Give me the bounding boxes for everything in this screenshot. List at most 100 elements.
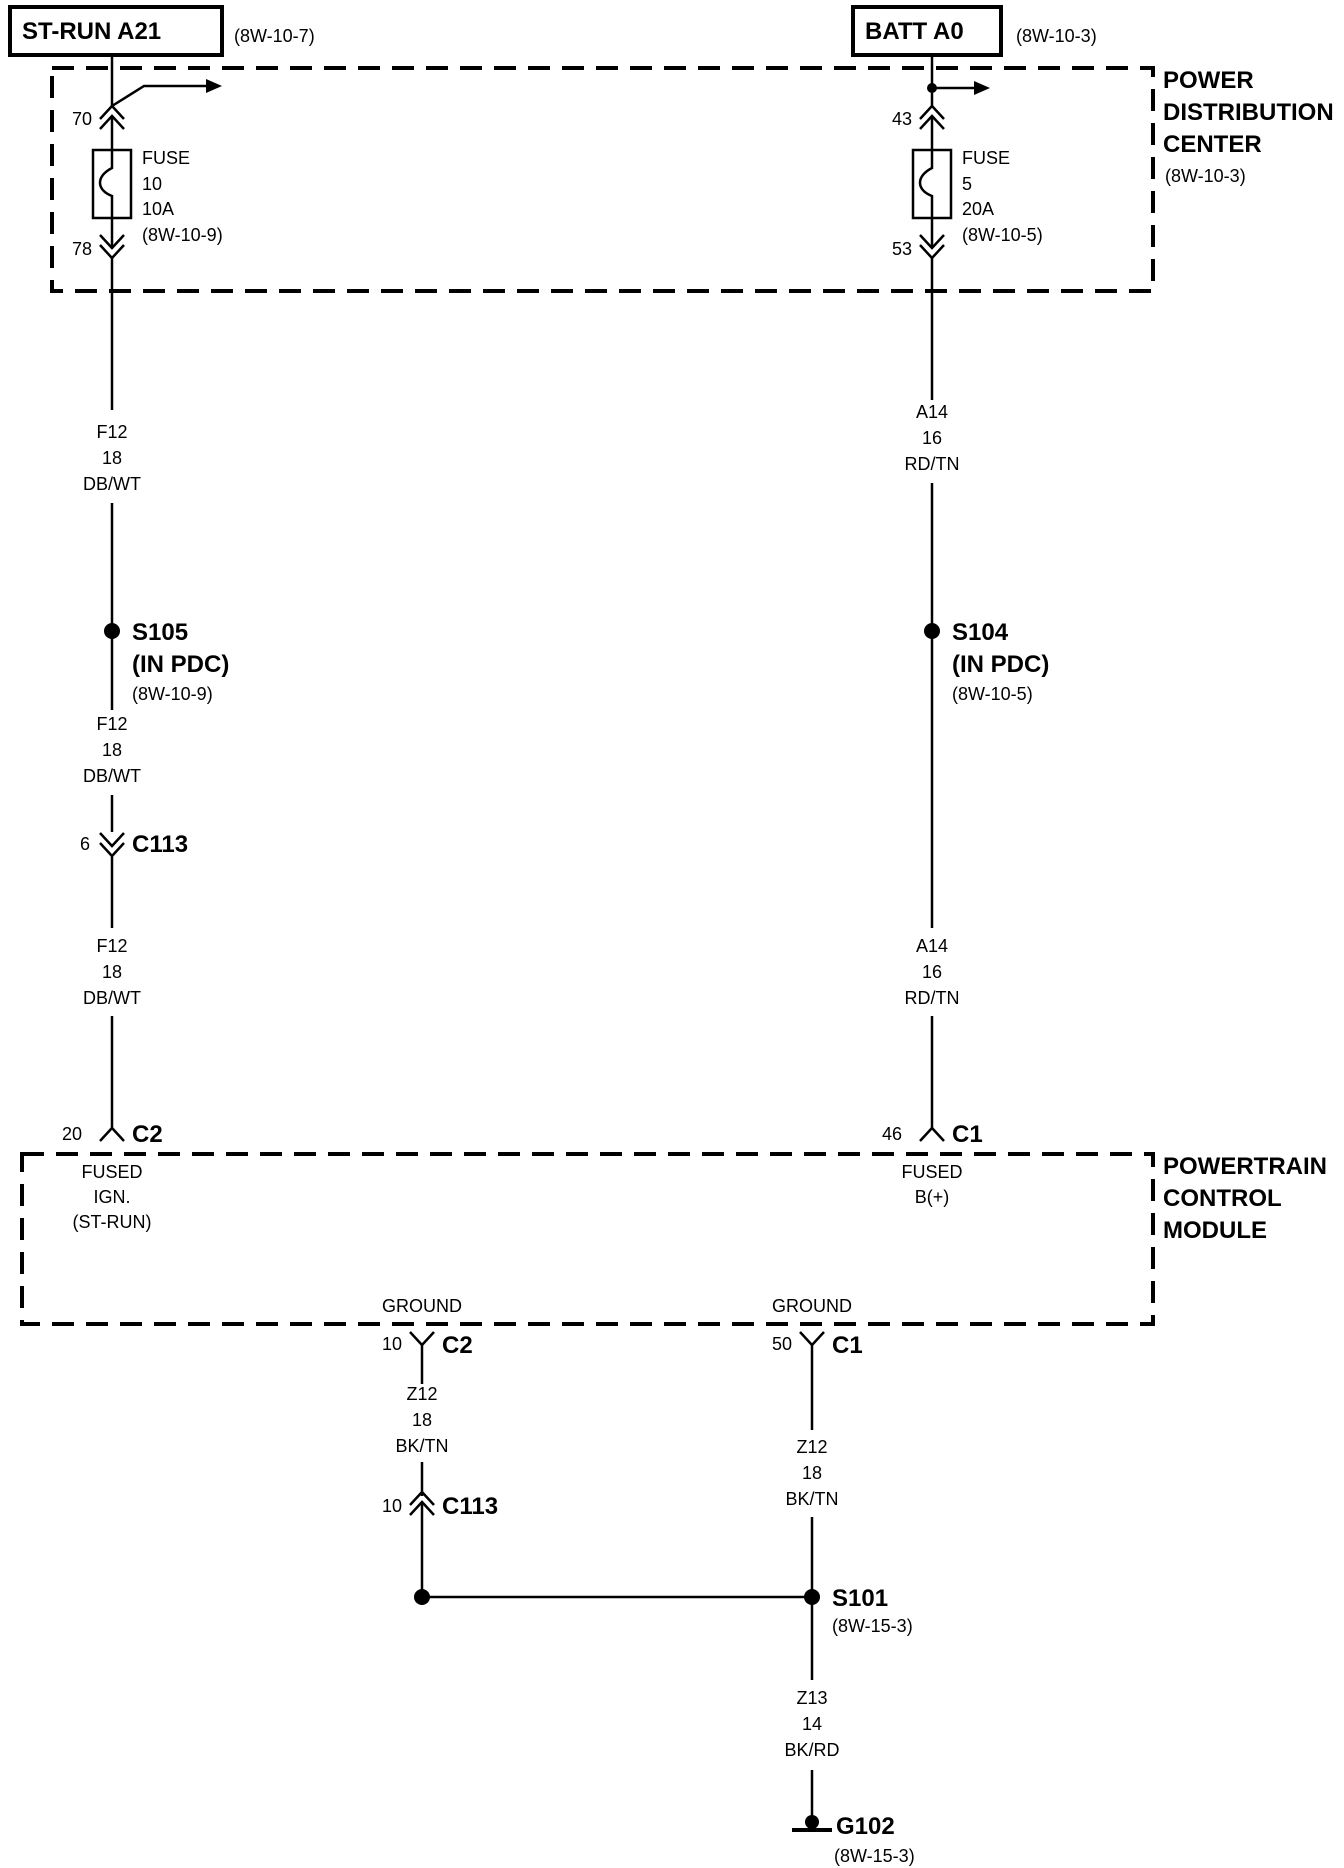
pdc-title-1: POWER [1163,67,1254,94]
pcm-c2-in-pin: 20 [62,1124,82,1144]
splice-s104-ref: (8W-10-5) [952,684,1033,704]
fuse5-line2: 5 [962,174,972,194]
wire-gnd-left-gauge: 18 [412,1410,432,1430]
pcm-c1-gnd-name: C1 [832,1332,863,1359]
wire-left-bot-color: DB/WT [83,988,141,1008]
pcm-fused-b-1: FUSED [901,1162,962,1182]
splice-s101-ref: (8W-15-3) [832,1616,913,1636]
c113-bot-name: C113 [442,1493,498,1520]
wire-left-mid-circuit: F12 [96,714,127,734]
wire-left-mid-color: DB/WT [83,766,141,786]
pdc-ref: (8W-10-3) [1165,166,1246,186]
pcm-title-3: MODULE [1163,1217,1267,1244]
pcm-c1-in-name: C1 [952,1121,983,1148]
pcm-title-2: CONTROL [1163,1185,1282,1212]
pcm-ground-left: GROUND [382,1296,462,1316]
wire-gnd-right-color: BK/TN [785,1489,838,1509]
wire-gnd-right-circuit: Z12 [796,1437,827,1457]
pdc-boundary [50,66,1155,293]
connector-male-icon [99,1126,125,1142]
pcm-boundary [20,1152,1155,1326]
pdc-title-2: DISTRIBUTION [1163,99,1334,126]
fuse5-pin-in: 43 [892,109,912,129]
wire-left-top-color: DB/WT [83,474,141,494]
splice-s104-note: (IN PDC) [952,651,1049,678]
wire-left-bot-gauge: 18 [102,962,122,982]
wire-gnd-left-color: BK/TN [395,1436,448,1456]
batt-ref: (8W-10-3) [1016,26,1097,46]
batt-source: BATT A0 (8W-10-3) [851,5,1097,57]
ground-icon [805,1815,819,1829]
c113-top-pin: 6 [80,834,90,854]
arrow-head-icon [974,81,990,95]
fuse10-pin-in: 70 [72,109,92,129]
connector-chevron-icon [919,234,945,250]
branch-arrow-left [111,84,206,108]
wire-right-top-circuit: A14 [916,402,948,422]
wire-right-top-gauge: 16 [922,428,942,448]
pcm-fused-b-2: B(+) [915,1187,950,1207]
splice-s105-name: S105 [132,619,188,646]
fuse10-line3: 10A [142,199,174,219]
wire-right-bot-circuit: A14 [916,936,948,956]
ground-g102-ref: (8W-15-3) [834,1846,915,1866]
wire-gnd-main-gauge: 14 [802,1714,822,1734]
powertrain-control-module: POWERTRAIN CONTROL MODULE FUSED IGN. (ST… [20,1152,1327,1326]
pcm-c2-in-name: C2 [132,1121,163,1148]
connector-chevron-icon [99,104,125,120]
fuse5-ref: (8W-10-5) [962,225,1043,245]
wire-left-top-circuit: F12 [96,422,127,442]
wire-left-bot-circuit: F12 [96,936,127,956]
power-distribution-center: POWER DISTRIBUTION CENTER (8W-10-3) [50,66,1334,293]
pcm-c2-gnd-name: C2 [442,1332,473,1359]
fuse10-line1: FUSE [142,148,190,168]
pcm-fused-ign-3: (ST-RUN) [73,1212,152,1232]
connector-chevron-icon [409,1490,435,1506]
pcm-ground-right: GROUND [772,1296,852,1316]
wire-left-top-gauge: 18 [102,448,122,468]
wire-gnd-main-color: BK/RD [784,1740,839,1760]
right-circuit: 43 FUSE 5 20A (8W-10-5) 53 A14 16 RD/TN … [882,55,1049,1148]
splice-s105-note: (IN PDC) [132,651,229,678]
fuse5-pin-out: 53 [892,239,912,259]
c113-bot-pin: 10 [382,1496,402,1516]
pdc-title-3: CENTER [1163,131,1262,158]
wire-gnd-right-gauge: 18 [802,1463,822,1483]
fuse5-line1: FUSE [962,148,1010,168]
fuse10-pin-out: 78 [72,239,92,259]
wire-gnd-left-circuit: Z12 [406,1384,437,1404]
splice-s105-ref: (8W-10-9) [132,684,213,704]
arrow-head-icon [206,79,222,93]
connector-female-icon [799,1331,825,1347]
pcm-c2-gnd-pin: 10 [382,1334,402,1354]
pcm-fused-ign-2: IGN. [93,1187,130,1207]
splice-s101-name: S101 [832,1585,888,1612]
wire-gnd-main-circuit: Z13 [796,1688,827,1708]
pcm-c1-in-pin: 46 [882,1124,902,1144]
connector-chevron-icon [99,832,125,848]
wire-right-bot-gauge: 16 [922,962,942,982]
ground-circuit: 10 C2 Z12 18 BK/TN 10 C113 50 C1 Z12 18 … [382,1331,915,1866]
st-run-source: ST-RUN A21 (8W-10-7) [8,5,315,57]
fuse5-line3: 20A [962,199,994,219]
connector-chevron-icon [99,234,125,250]
fuse10-line2: 10 [142,174,162,194]
wire-right-bot-color: RD/TN [905,988,960,1008]
wire-left-mid-gauge: 18 [102,740,122,760]
batt-label: BATT A0 [865,18,964,45]
pcm-fused-ign-1: FUSED [81,1162,142,1182]
pcm-title-1: POWERTRAIN [1163,1153,1327,1180]
ground-g102-name: G102 [836,1813,895,1840]
fuse10-ref: (8W-10-9) [142,225,223,245]
c113-top-name: C113 [132,831,188,858]
connector-female-icon [409,1331,435,1347]
splice-s104-name: S104 [952,619,1009,646]
left-circuit: 70 FUSE 10 10A (8W-10-9) 78 F12 18 DB/WT… [62,55,229,1148]
connector-male-icon [919,1126,945,1142]
connector-chevron-icon [919,104,945,120]
wire-right-top-color: RD/TN [905,454,960,474]
pcm-c1-gnd-pin: 50 [772,1334,792,1354]
st-run-label: ST-RUN A21 [22,18,161,45]
st-run-ref: (8W-10-7) [234,26,315,46]
